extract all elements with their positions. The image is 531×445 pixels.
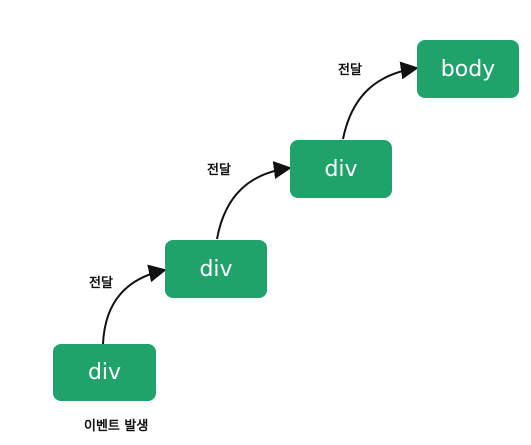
node-div-bottom: div [53,344,156,401]
edge-label-2: 전달 [207,163,231,178]
node-div-second: div [165,240,267,298]
arrow-div1-to-div2 [102,264,167,345]
node-body: body [417,40,519,98]
edge-label-3: 전달 [338,63,362,78]
arrow-div2-to-div3 [216,161,292,240]
arrow-div3-to-body [342,61,419,140]
edge-label-1: 전달 [89,276,113,291]
node-div-third: div [290,140,392,198]
event-origin-label: 이벤트 발생 [84,419,149,434]
